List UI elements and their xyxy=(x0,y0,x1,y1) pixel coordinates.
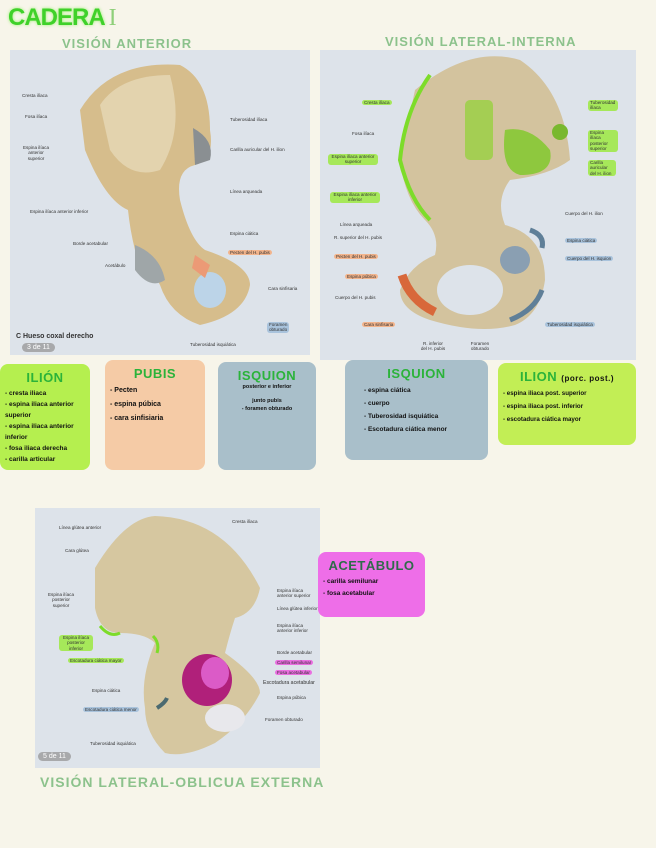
label-cuerpo-ilion: Cuerpo del H. ilion xyxy=(565,211,603,216)
label-espina-ciatica: Espina ciática xyxy=(565,238,598,244)
note-pubis: PUBIS - Pecten - espina púbica - cara sinf… xyxy=(105,360,205,470)
label-cresta-iliaca: Cresta ilíaca xyxy=(232,519,258,524)
note-ilion-posterior: ILION (porc. post.) - espina iliaca post… xyxy=(498,363,636,445)
note-item: - Tuberosidad isquiática xyxy=(364,413,439,420)
note-isquion-1: ISQUION posterior e inferior junto pubis… xyxy=(218,362,316,470)
label-eias: Espina ilíaca anterior superior xyxy=(277,588,311,599)
label-pecten-pubis: Pecten del H. pubis xyxy=(228,250,272,256)
note-title: ILIÓN xyxy=(26,370,64,385)
label-cresta-iliaca: Cresta ilíaca xyxy=(362,100,392,106)
note-item: - fosa iliaca derecha xyxy=(5,445,68,452)
label-linea-arqueada: Línea arqueada xyxy=(230,189,263,194)
caption-lateral-interna: VISIÓN LATERAL-INTERNA xyxy=(385,34,577,49)
label-eias: Espina ilíaca anterior superior xyxy=(22,145,50,161)
note-isquion-2: ISQUION - espina ciática - cuerpo - Tubero… xyxy=(345,360,488,460)
label-foramen-obturado: Foramen obturado xyxy=(470,341,490,352)
note-acetabulo: ACETÁBULO - carilla semilunar - fosa acet… xyxy=(318,552,425,617)
label-eiai: Espina ilíaca anterior inferior xyxy=(330,192,380,203)
lateral-interna-image: Cresta ilíaca Fosa ilíaca Espina ilíaca … xyxy=(320,50,636,360)
label-eiai: Espina ilíaca anterior inferior xyxy=(277,623,308,634)
label-tuberosidad-iliaca: Tuberosidad ilíaca xyxy=(230,117,268,122)
note-ilion: ILIÓN - cresta iliaca - espina iliaca ant… xyxy=(0,364,90,470)
label-borde-acetabular: Borde acetabular xyxy=(73,241,108,246)
label-espina-pubica: Espina púbica xyxy=(345,274,378,280)
label-cuerpo-isquion: Cuerpo del H. isquion xyxy=(565,256,614,262)
note-item: - espina púbica xyxy=(110,401,161,408)
caption-lateral-externa: VISIÓN LATERAL-OBLICUA EXTERNA xyxy=(40,774,325,790)
note-title: ISQUION xyxy=(237,368,297,383)
label-r-inferior-pubis: R. inferior del H. pubis xyxy=(420,341,446,352)
label-espina-ciatica: Espina ciática xyxy=(92,688,121,693)
note-item: - carilla articular xyxy=(5,456,56,463)
hip-bone-lateral-illustration xyxy=(95,516,260,755)
note-title: ILION xyxy=(519,369,558,384)
label-linea-glutea-inferior: Línea glútea inferior xyxy=(277,606,318,611)
lateral-externa-image: Línea glútea anterior Cara glútea Cresta… xyxy=(35,508,320,768)
label-escotadura-ciatica-mayor: Escotadura ciática mayor xyxy=(68,658,124,664)
label-borde-acetabular: Borde acetabular xyxy=(277,650,312,655)
hip-bone-anterior-illustration xyxy=(80,64,250,325)
label-foramen-obturado: Foramen obturado xyxy=(265,717,303,722)
hip-bone-medial-illustration xyxy=(397,56,570,329)
label-espina-pubica: Espina púbica xyxy=(277,695,306,700)
note-item: - espina iliaca post. inferior xyxy=(503,403,584,410)
label-tuberosidad-isquiatica: Tuberosidad isquiática xyxy=(545,322,595,328)
note-item: - cuerpo xyxy=(364,400,390,407)
note-item: - Escotadura ciática menor xyxy=(364,426,448,433)
label-espina-ciatica: Espina ciática xyxy=(230,231,259,236)
label-linea-glutea-anterior: Línea glútea anterior xyxy=(59,525,102,530)
anterior-view-image: Cresta ilíaca Fosa ilíaca Espina ilíaca … xyxy=(10,50,310,355)
caption-anterior: VISIÓN ANTERIOR xyxy=(62,36,193,51)
title-text: CADERA xyxy=(8,4,106,31)
label-fosa-iliaca: Fosa ilíaca xyxy=(352,131,375,136)
note-item: - foramen obturado xyxy=(241,406,293,412)
label-carilla-auricular: Carilla auricular del H. ilion xyxy=(230,147,285,152)
note-item: - espina iliaca post. superior xyxy=(503,390,587,397)
page-badge: 5 de 11 xyxy=(38,752,71,761)
note-item: - fosa acetabular xyxy=(323,590,375,597)
label-tuberosidad-iliaca: Tuberosidad ilíaca xyxy=(588,100,618,111)
label-eias: Espina ilíaca anterior superior xyxy=(328,154,378,165)
note-title: ISQUION xyxy=(387,366,446,381)
label-escotadura-ciatica-menor: Escotadura ciática menor xyxy=(83,707,139,713)
label-pecten-pubis: Pecten del H. pubis xyxy=(334,254,378,260)
label-r-superior-pubis: R. superior del H. pubis xyxy=(334,235,383,240)
label-eips: Espina ilíaca posterior superior xyxy=(47,592,75,608)
note-item: - cresta iliaca xyxy=(5,390,47,397)
label-carilla-semilunar: Carilla semilunar xyxy=(275,660,314,666)
label-eiai: Espina ilíaca anterior inferior xyxy=(30,209,89,214)
label-carilla-auricular: Carilla auricular del H. ilion xyxy=(588,160,616,177)
label-fosa-acetabular: Fosa acetabular xyxy=(275,670,312,676)
label-cara-sinfisaria: Cara sinfisaria xyxy=(362,322,396,328)
note-title: ACETÁBULO xyxy=(328,558,415,573)
label-fosa-iliaca: Fosa ilíaca xyxy=(25,114,48,119)
note-subtitle: posterior e inferior xyxy=(242,384,292,390)
label-eips: Espina ilíaca posterior superior xyxy=(588,130,618,152)
page-badge: 3 de 11 xyxy=(22,343,55,352)
label-cuerpo-pubis: Cuerpo del H. pubis xyxy=(335,295,376,300)
label-acetabulo: Acetábulo xyxy=(105,263,126,268)
note-item: - carilla semilunar xyxy=(323,578,379,585)
note-item: - espina iliaca anterior superior xyxy=(5,401,74,419)
note-item: - espina iliaca anterior inferior xyxy=(5,423,74,441)
label-cara-sinfisaria: Cara sinfisaria xyxy=(268,286,298,291)
label-cresta-iliaca: Cresta ilíaca xyxy=(22,93,48,98)
figure-title: C Hueso coxal derecho xyxy=(16,333,94,340)
note-item: - Pecten xyxy=(110,387,138,394)
label-eipi: Espina ilíaca posterior inferior xyxy=(59,635,93,652)
label-foramen-obturado: Foramen obturado xyxy=(267,322,289,333)
label-tuberosidad-isquiatica: Tuberosidad isquiática xyxy=(90,741,136,746)
label-escotadura-acetabular: Escotadura acetabular xyxy=(263,680,315,686)
label-cara-glutea: Cara glútea xyxy=(65,548,89,553)
note-item: - espina ciática xyxy=(364,387,411,394)
note-item: - escotadura ciática mayor xyxy=(503,416,582,423)
label-linea-arqueada: Línea arqueada xyxy=(340,222,373,227)
note-item: junto pubis xyxy=(252,398,282,404)
note-title: PUBIS xyxy=(133,366,177,381)
note-subtitle: (porc. post.) xyxy=(561,374,614,383)
note-item: - cara sinfisiaria xyxy=(110,415,164,422)
label-tuberosidad-isquiatica: Tuberosidad isquiática xyxy=(190,342,236,347)
title-number: I xyxy=(108,5,117,31)
